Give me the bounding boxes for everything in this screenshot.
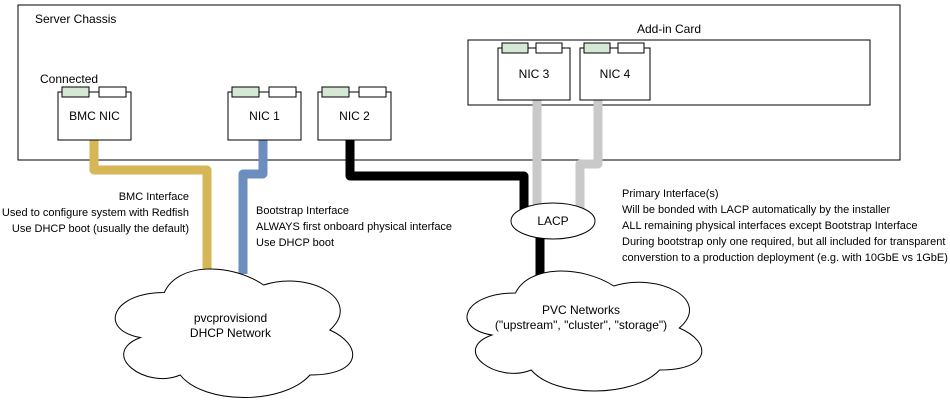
nic1-box bbox=[227, 91, 302, 141]
nic3-label: NIC 3 bbox=[518, 66, 550, 81]
addin-card-label: Add-in Card bbox=[636, 22, 702, 36]
nic1-port-unused bbox=[268, 86, 297, 98]
dhcp-network-cloud bbox=[114, 268, 354, 398]
nic4-label: NIC 4 bbox=[599, 66, 631, 81]
nic2-label: NIC 2 bbox=[339, 108, 370, 123]
nic1-port-connected bbox=[231, 86, 260, 98]
server-chassis-label: Server Chassis bbox=[35, 12, 117, 26]
nic3-port-connected bbox=[501, 42, 529, 54]
pvc-networks-cloud-label: PVC Networks ("upstream", "cluster", "st… bbox=[494, 303, 668, 332]
bmc-interface-annotation: BMC Interface Used to configure system w… bbox=[1, 191, 189, 235]
lacp-label: LACP bbox=[537, 213, 569, 228]
nic2-port-connected bbox=[321, 86, 350, 98]
bmc-port-connected bbox=[61, 86, 90, 98]
lacp-node bbox=[510, 202, 596, 240]
nic4-cable bbox=[575, 100, 603, 212]
pvc-networks-cloud bbox=[466, 270, 703, 392]
nic2-box bbox=[317, 91, 392, 141]
nic3-port-unused bbox=[535, 42, 563, 54]
nic4-box bbox=[579, 47, 651, 101]
bmc-nic-label: BMC NIC bbox=[69, 108, 120, 123]
primary-interface-annotation: Primary Interface(s) Will be bonded with… bbox=[622, 188, 948, 264]
nic1-label: NIC 1 bbox=[249, 108, 280, 123]
bootstrap-interface-annotation: Bootstrap Interface ALWAYS first onboard… bbox=[256, 205, 453, 249]
dhcp-network-cloud-label: pvcprovisiond DHCP Network bbox=[189, 311, 272, 340]
bmc-cable bbox=[89, 140, 212, 274]
connected-label: Connected bbox=[40, 72, 99, 86]
bmc-nic-box bbox=[57, 91, 132, 141]
bootstrap-cable bbox=[238, 140, 268, 274]
nic3-box bbox=[497, 47, 571, 101]
primary-cable bbox=[345, 140, 529, 212]
nic2-port-unused bbox=[358, 86, 387, 98]
nic4-port-unused bbox=[617, 42, 645, 54]
nic4-port-connected bbox=[583, 42, 611, 54]
bmc-port-unused bbox=[98, 86, 127, 98]
